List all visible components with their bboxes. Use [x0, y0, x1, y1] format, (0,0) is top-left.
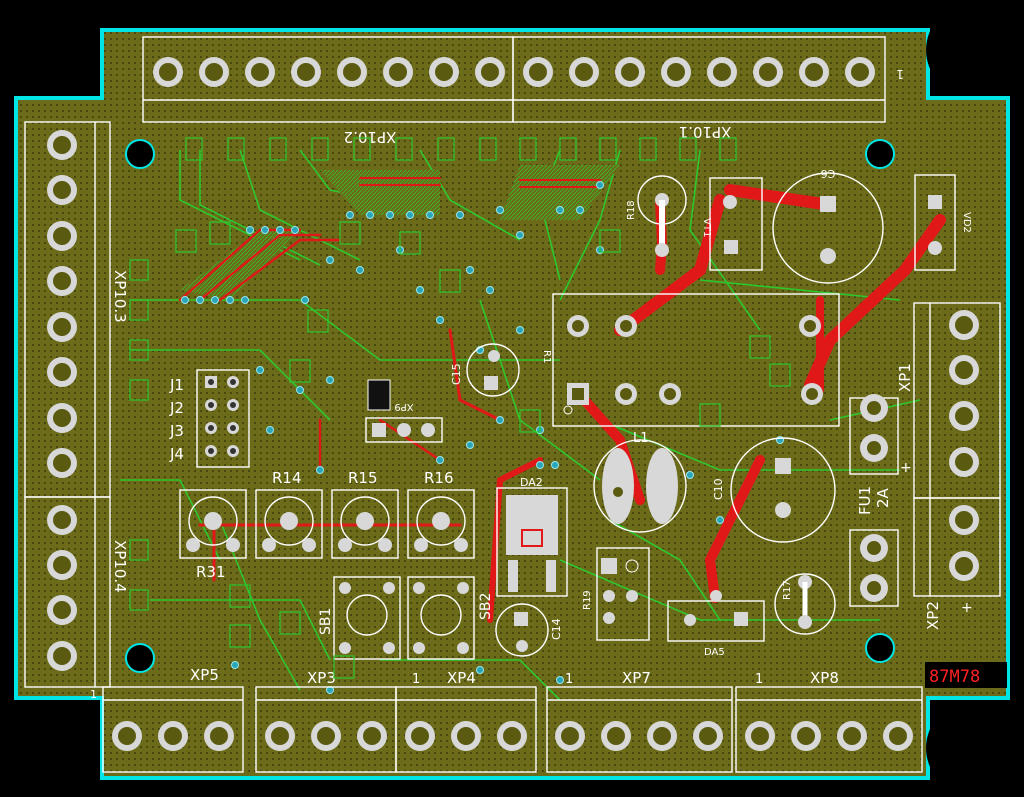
trimmer-r15[interactable]: R15 — [331, 469, 399, 559]
connector-xp10-4[interactable]: XP10.4 — [24, 496, 129, 688]
resistor-r19[interactable]: R19 — [582, 547, 650, 641]
xp3-label: XP3 — [307, 669, 336, 687]
xp2-label: XP2 — [924, 601, 942, 630]
xp10-3-label: XP10.3 — [111, 270, 129, 323]
jumper-label-j4: J4 — [169, 445, 184, 463]
xp8-label: XP8 — [810, 669, 839, 687]
c14-label: C14 — [550, 618, 563, 640]
r19-label: R19 — [582, 590, 593, 610]
inductor-l1[interactable]: L1 — [593, 431, 687, 533]
xp4-label: XP4 — [447, 669, 476, 687]
jumper-block[interactable]: J1 J2 J3 J4 — [169, 369, 250, 468]
connector-xp5[interactable]: XP5 1 — [90, 666, 244, 773]
vd2-label: VD2 — [961, 212, 972, 233]
connector-xp10-3[interactable]: XP10.3 — [24, 121, 129, 498]
xp7-pin1-marker: 1 — [565, 672, 573, 687]
hatched-bus-left — [180, 165, 620, 300]
trimmer-r14[interactable]: R14 — [255, 469, 323, 559]
capacitor-c10[interactable]: C10 — [712, 437, 836, 543]
connector-xp2[interactable]: XP2 + — [913, 497, 1001, 630]
xp2-plus-marker: + — [961, 600, 973, 616]
jumper-label-j2: J2 — [169, 399, 184, 417]
relay[interactable] — [552, 293, 840, 427]
xp5-pin1-marker: 1 — [90, 688, 97, 701]
smd-footprints — [129, 137, 791, 679]
xp1-plus-marker: + — [900, 460, 912, 476]
vt1-label: VT1 — [701, 218, 712, 237]
r15-label: R15 — [348, 469, 378, 487]
connector-xp1[interactable]: XP1 + — [896, 302, 1001, 499]
xp4-pin1-marker: 1 — [412, 672, 420, 687]
xp1-label: XP1 — [896, 363, 914, 392]
regulator-da2[interactable]: DA2 — [496, 476, 568, 597]
fu1-label: FU1 — [856, 486, 874, 515]
l1-label: L1 — [633, 431, 649, 446]
r18-label: R18 — [626, 200, 637, 220]
capacitor-c15[interactable]: C15 R1 — [450, 343, 552, 397]
corner-marker-text: 87M78 — [929, 667, 980, 687]
jumper-label-j3: J3 — [169, 422, 184, 440]
r1-label: R1 — [541, 350, 552, 363]
jumper-label-j1: J1 — [169, 376, 184, 394]
small-mount-holes — [125, 139, 895, 673]
connector-xp3[interactable]: XP3 — [255, 669, 397, 773]
capacitor-c6[interactable]: C6 — [772, 167, 884, 284]
connector-xp8[interactable]: XP8 1 — [735, 669, 923, 773]
r31-label: R31 — [196, 563, 226, 581]
xp10-1-label: XP10.1 — [679, 123, 732, 141]
mount-hole-tr — [926, 4, 1018, 96]
c15-label: C15 — [450, 363, 463, 385]
resistor-r18[interactable]: R18 — [626, 175, 687, 257]
r16-label: R16 — [424, 469, 454, 487]
capacitor-c14[interactable]: C14 — [495, 603, 563, 657]
header-xp9[interactable]: XP9 — [365, 379, 443, 443]
sb2-label: SB2 — [478, 593, 494, 620]
connector-xp10-2[interactable]: XP10.2 — [142, 36, 514, 146]
diode-vd2[interactable]: VD2 — [914, 174, 972, 271]
sb1-label: SB1 — [318, 608, 334, 635]
button-sb2[interactable]: SB2 — [407, 576, 494, 660]
xp10-2-label: XP10.2 — [344, 128, 397, 146]
fu1-rating: 2A — [874, 487, 892, 508]
da5-label: DA5 — [704, 647, 725, 658]
connector-xp4[interactable]: XP4 1 — [395, 669, 537, 773]
xp10-1-pin1-marker: 1 — [896, 67, 904, 81]
da2-label: DA2 — [520, 476, 543, 489]
xp7-label: XP7 — [622, 669, 651, 687]
connector-xp7[interactable]: XP7 1 — [546, 669, 733, 773]
xp10-4-label: XP10.4 — [111, 540, 129, 593]
mount-hole-tl — [6, 4, 98, 96]
r17-label: R17 — [782, 580, 793, 600]
resistor-r17[interactable]: R17 — [774, 573, 836, 635]
copper-pour — [18, 32, 1006, 776]
fuse-fu1[interactable]: FU1 2A — [849, 394, 899, 607]
connector-xp10-1[interactable]: XP10.1 1 — [512, 36, 904, 141]
c10-label: C10 — [712, 478, 725, 500]
trimmer-r31[interactable]: R31 — [179, 489, 247, 581]
c6-label: C6 — [821, 167, 836, 180]
r14-label: R14 — [272, 469, 302, 487]
transistor-vt1[interactable]: VT1 — [701, 177, 763, 271]
mount-hole-br — [926, 702, 1018, 794]
xp8-pin1-marker: 1 — [755, 672, 763, 687]
xp5-label: XP5 — [190, 666, 219, 684]
corner-marker: 87M78 — [925, 662, 1007, 688]
trimmer-r16[interactable]: R16 — [407, 469, 475, 559]
button-sb1[interactable]: SB1 — [318, 576, 401, 660]
regulator-da5[interactable]: DA5 — [667, 590, 765, 658]
mount-hole-bl — [6, 702, 98, 794]
xp9-label: XP9 — [394, 401, 413, 412]
